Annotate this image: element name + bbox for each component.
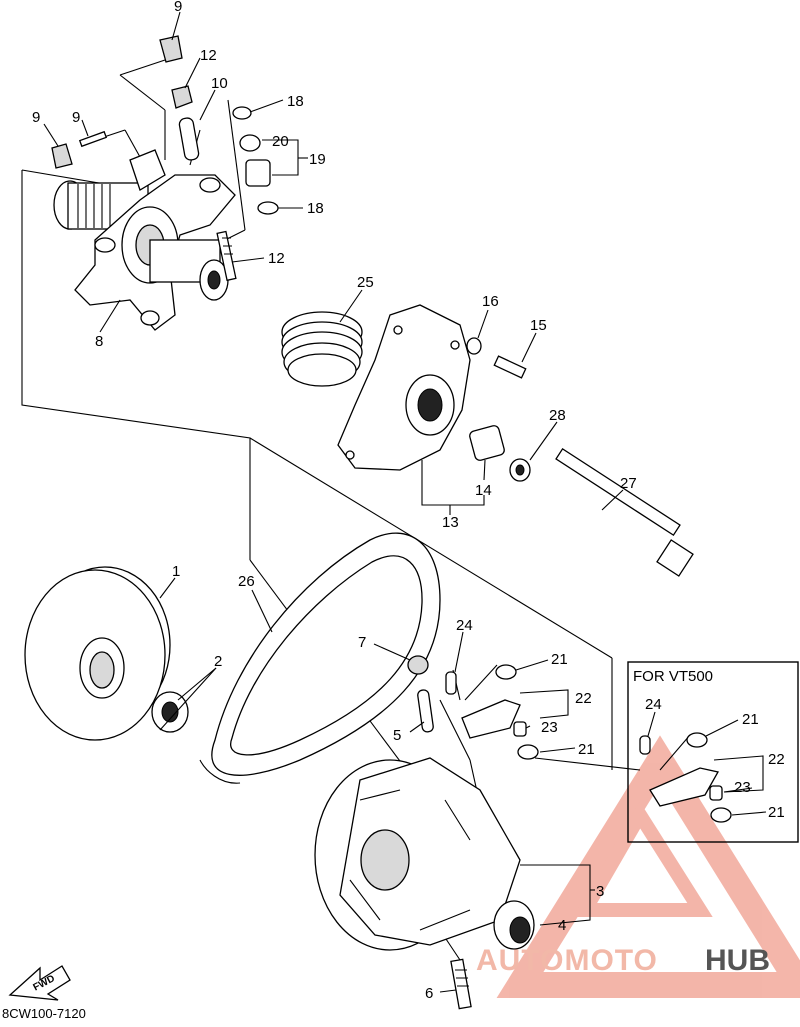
watermark-auto: AUTOMOTO (476, 944, 658, 977)
inset-part-22 (649, 767, 719, 807)
leader-lines (43, 11, 767, 993)
part-11-sleeve (178, 117, 200, 161)
callout-14: 13 (442, 514, 459, 531)
part-5-pin (417, 689, 434, 733)
callout-15: 14 (475, 482, 492, 499)
watermark-text: AUTOMOTO HUB (476, 944, 770, 977)
inset-part-23 (709, 785, 723, 801)
drawing-code: 8CW100-7120 (2, 1006, 86, 1021)
callout-9-top: 9 (174, 0, 182, 15)
callout-23: 23 (541, 719, 558, 736)
callout-25: 25 (357, 274, 374, 291)
callout-23-inset: 23 (734, 779, 751, 796)
part-16-bolt (493, 355, 527, 379)
callout-24: 24 (456, 617, 473, 634)
callout-20: 20 (272, 133, 289, 150)
inset-title: FOR VT500 (633, 668, 713, 685)
part-18-bottom (257, 201, 279, 215)
callout-21-a: 21 (551, 651, 568, 668)
drive-housing-part-3 (314, 757, 535, 1010)
callout-24-inset: 24 (645, 696, 662, 713)
callout-1: 1 (172, 563, 180, 580)
part-19 (245, 159, 271, 187)
part-7 (407, 655, 429, 675)
callout-17: 16 (482, 293, 499, 310)
callout-9-left: 9 (32, 109, 40, 126)
small-parts-upper (51, 35, 279, 282)
belt-part-26 (199, 532, 441, 784)
part-24-pin (445, 671, 457, 695)
part-23-roller (513, 721, 527, 737)
callout-16: 15 (530, 317, 547, 334)
part-10-pin (78, 130, 108, 148)
part-15-bushing (469, 425, 505, 461)
callout-12: 12 (268, 250, 285, 267)
callout-28: 28 (549, 407, 566, 424)
callout-26: 26 (238, 573, 255, 590)
cover-part-14 (337, 304, 694, 577)
callout-labels: 9 12 9 9 10 18 20 19 18 12 8 25 16 15 28… (32, 0, 785, 1002)
callout-21-inset-a: 21 (742, 711, 759, 728)
spring-part-25 (281, 311, 363, 387)
callout-27: 27 (620, 475, 637, 492)
callout-8: 8 (95, 333, 103, 350)
callout-3: 3 (596, 883, 604, 900)
part-6-bolt (450, 958, 472, 1010)
callout-18-bottom: 18 (307, 200, 324, 217)
callout-21-b: 21 (578, 741, 595, 758)
inset-part-24 (639, 735, 651, 755)
inset-part-21-a (686, 732, 708, 748)
callout-7: 7 (358, 634, 366, 651)
small-parts-lower (407, 655, 539, 760)
watermark-hub: HUB (705, 944, 770, 977)
inset-vt500 (627, 661, 799, 843)
callout-10: 9 (72, 109, 80, 126)
part-20 (239, 134, 261, 152)
callout-2: 2 (214, 653, 222, 670)
callout-22: 22 (575, 690, 592, 707)
sheave-part-1 (24, 566, 189, 741)
callout-4: 4 (558, 917, 566, 934)
part-21-b (517, 744, 539, 760)
part-18-top (232, 106, 252, 120)
spider-hub-part-8 (53, 149, 236, 331)
fwd-arrow: FWD (8, 965, 71, 1001)
part-13-nut (171, 85, 193, 109)
part-21-a (495, 664, 517, 680)
inset-part-21-b (710, 807, 732, 823)
callout-5: 5 (393, 727, 401, 744)
callout-11: 10 (211, 75, 228, 92)
part-9-top (159, 35, 183, 63)
callout-6: 6 (425, 985, 433, 1002)
callout-18-top: 18 (287, 93, 304, 110)
part-9-left (51, 143, 73, 169)
part-17-washer (466, 337, 482, 355)
part-27-bolt (555, 447, 681, 537)
callout-22-inset: 22 (768, 751, 785, 768)
part-22-arm (461, 699, 521, 739)
callout-19: 19 (309, 151, 326, 168)
callout-13: 12 (200, 47, 217, 64)
part-12-bolt (216, 230, 237, 282)
callout-21-inset-b: 21 (768, 804, 785, 821)
